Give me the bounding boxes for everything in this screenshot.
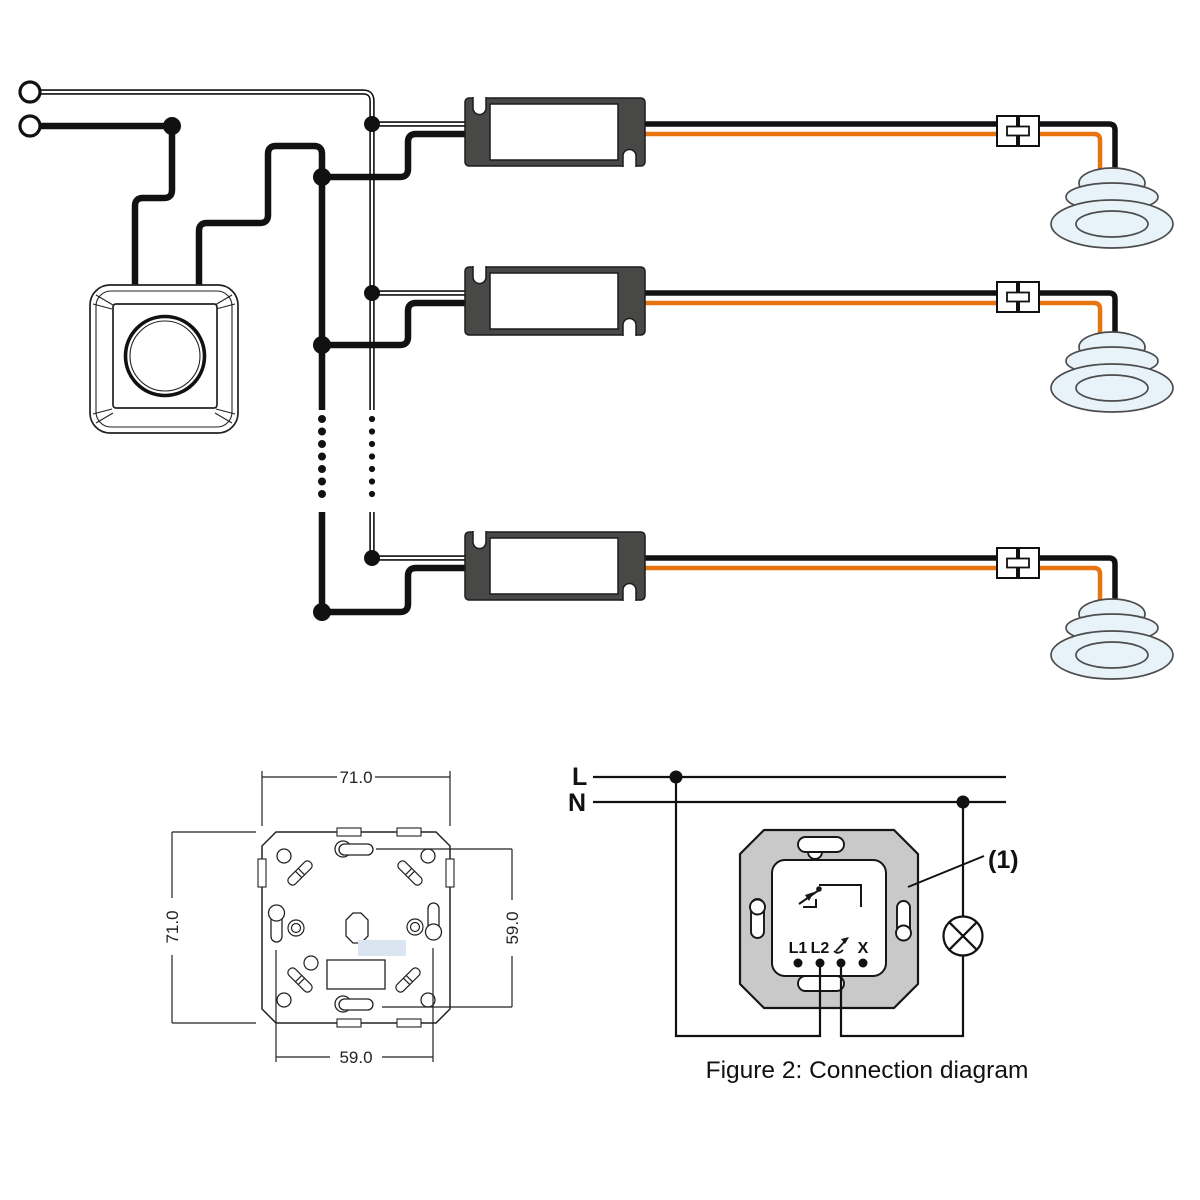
driver-output-wires (645, 121, 1118, 615)
corner-screw-holes (276, 848, 436, 1008)
lamp-cross-icon (942, 915, 984, 957)
dimension-drawing: 71.0 71.0 59.0 59.0 (163, 768, 522, 1067)
downlight-3 (1050, 598, 1174, 680)
component-ref-label: (1) (988, 846, 1019, 874)
driver2-live-branch (322, 299, 465, 349)
lamp2-orange-wire (645, 300, 1103, 348)
terminal-x-label: X (858, 940, 869, 957)
live-switched-wires (40, 122, 465, 616)
wire-connector-1 (996, 115, 1040, 147)
mains-terminal-live (18, 114, 42, 138)
junction-dot (163, 117, 181, 135)
neutral-bus-wire (40, 89, 465, 561)
dimmer-output-wire (195, 142, 326, 410)
lamp3-black-wire (645, 555, 1118, 615)
label-shade-area (358, 940, 406, 956)
neutral-line-label: N (568, 789, 586, 817)
lamp1-orange-wire (645, 131, 1103, 184)
terminal-l1-label: L1 (789, 940, 808, 957)
ref-leader-line (907, 855, 985, 888)
downlight-2 (1050, 331, 1174, 413)
downlight-1 (1050, 167, 1174, 249)
lamp2-black-wire (645, 290, 1118, 348)
led-driver-2 (464, 265, 646, 337)
dimmer-knob-ring (129, 320, 201, 392)
junction-dot (364, 285, 380, 301)
keyhole-slots (267, 840, 443, 1013)
dim-right-spacing-label: 59.0 (503, 911, 522, 944)
dimmer-switch (89, 284, 239, 434)
dimmer-corner-bevels (92, 294, 236, 424)
dimmer-input-wire (131, 126, 176, 285)
terminal-block-outline (326, 959, 386, 990)
center-spindle-hole (345, 912, 369, 944)
terminal-l2-label: L2 (811, 940, 830, 957)
driver1-live-branch (322, 130, 465, 181)
module-face (771, 859, 887, 977)
figure2-connection-diagram: L N L1 L2 (568, 763, 1028, 1084)
lamp3-orange-wire (645, 565, 1103, 615)
figure2-caption: Figure 2: Connection diagram (706, 1057, 1029, 1084)
live-to-l2-wire (674, 777, 822, 1038)
mains-terminal-neutral (18, 80, 42, 104)
plate-keyholes (749, 836, 912, 942)
junction-dot (364, 116, 380, 132)
main-wiring-diagram (18, 80, 1174, 680)
mains-lines (593, 775, 1006, 804)
driver3-live-branch (322, 564, 465, 616)
dimension-lines (171, 771, 513, 1062)
junction-dot (313, 336, 331, 354)
dimmer-knob (123, 314, 207, 398)
wire-connector-3 (996, 547, 1040, 579)
led-driver-1 (464, 96, 646, 168)
dimmer-frame-inner (95, 290, 233, 428)
dim-top-width-label: 71.0 (339, 768, 372, 787)
junction-dot (313, 603, 331, 621)
dimmer-switch-symbol-icon (798, 884, 862, 908)
live-line-label: L (572, 763, 587, 791)
junction-dot (313, 168, 331, 186)
plate-edge-tabs (257, 827, 455, 1028)
dim-bottom-spacing-label: 59.0 (339, 1048, 372, 1067)
mounting-bosses (287, 918, 424, 971)
junction-dot (364, 550, 380, 566)
claw-slots (287, 860, 423, 993)
lamp1-black-wire (645, 121, 1118, 184)
dimmer-arrow-icon (833, 937, 849, 954)
wire-connector-2 (996, 281, 1040, 313)
led-driver-3 (464, 530, 646, 602)
junction-dots (163, 116, 380, 621)
dim-left-height-label: 71.0 (163, 910, 182, 943)
